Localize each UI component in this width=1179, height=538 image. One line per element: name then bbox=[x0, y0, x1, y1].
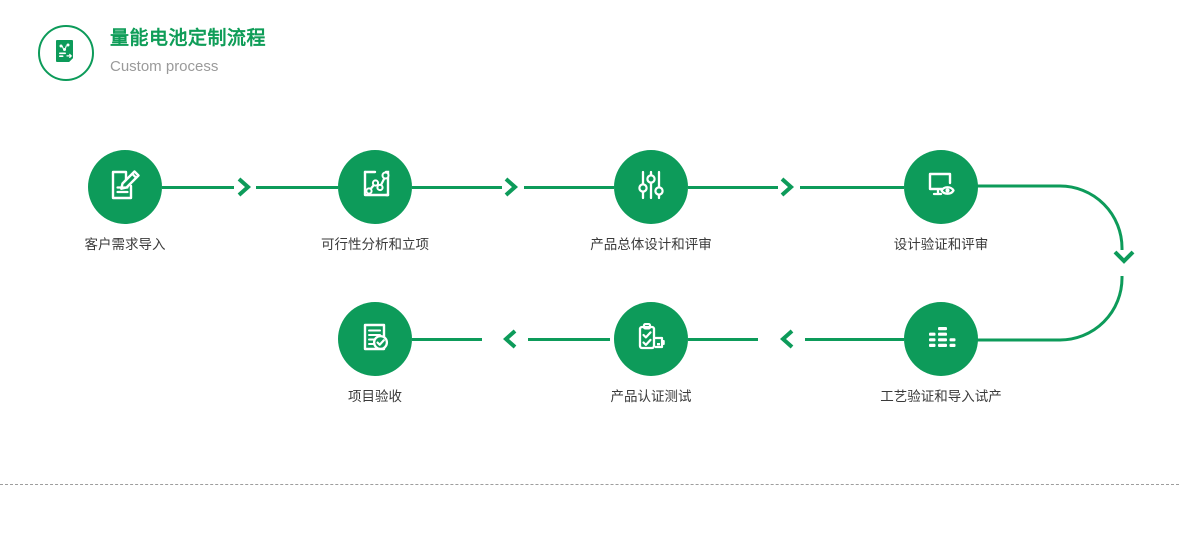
node-circle bbox=[904, 150, 978, 224]
connector-row2-seg3 bbox=[688, 338, 758, 341]
monitor-eye-icon bbox=[921, 165, 961, 210]
flow-node-design-verification[interactable]: 设计验证和评审 bbox=[894, 150, 988, 252]
flow-node-customer-requirement[interactable]: 客户需求导入 bbox=[85, 150, 166, 252]
flow-node-label: 产品认证测试 bbox=[610, 389, 692, 404]
connector-row1-seg6 bbox=[800, 186, 904, 189]
connector-row1-seg2 bbox=[256, 186, 338, 189]
chevron-down-icon bbox=[1111, 248, 1137, 268]
flow-node-process-verification[interactable]: 工艺验证和导入试产 bbox=[880, 302, 1002, 404]
section-header: 量能电池定制流程 Custom process bbox=[38, 25, 538, 87]
node-circle bbox=[614, 302, 688, 376]
connector-row1-seg5 bbox=[688, 186, 778, 189]
flow-node-label: 设计验证和评审 bbox=[893, 237, 989, 252]
header-badge bbox=[38, 25, 94, 81]
flow-node-label: 客户需求导入 bbox=[84, 237, 166, 252]
node-circle bbox=[338, 302, 412, 376]
connector-row2-seg4 bbox=[805, 338, 904, 341]
process-document-icon bbox=[52, 37, 80, 70]
sliders-icon bbox=[631, 165, 671, 210]
page-subtitle: Custom process bbox=[110, 58, 219, 75]
chevron-right-icon bbox=[503, 176, 521, 198]
connector-row2-seg2 bbox=[528, 338, 610, 341]
flow-node-project-acceptance[interactable]: 项目验收 bbox=[338, 302, 412, 404]
bar-chart-icon bbox=[921, 317, 961, 362]
connector-row2-seg1 bbox=[412, 338, 482, 341]
connector-row1-seg4 bbox=[524, 186, 614, 189]
flow-node-product-design-review[interactable]: 产品总体设计和评审 bbox=[590, 150, 712, 252]
node-circle bbox=[88, 150, 162, 224]
chevron-right-icon bbox=[236, 176, 254, 198]
document-check-seal-icon bbox=[355, 317, 395, 362]
flow-node-label: 工艺验证和导入试产 bbox=[880, 389, 1002, 404]
chevron-left-icon bbox=[779, 328, 798, 350]
flow-node-label: 项目验收 bbox=[348, 389, 402, 404]
chevron-left-icon bbox=[502, 328, 521, 350]
flow-node-label: 产品总体设计和评审 bbox=[590, 237, 712, 252]
flow-node-feasibility-analysis[interactable]: 可行性分析和立项 bbox=[321, 150, 429, 252]
node-circle bbox=[614, 150, 688, 224]
chevron-right-icon bbox=[779, 176, 797, 198]
page-title: 量能电池定制流程 bbox=[110, 28, 267, 49]
line-chart-icon bbox=[355, 165, 395, 210]
header-text-group: 量能电池定制流程 Custom process bbox=[110, 25, 266, 78]
document-pencil-icon bbox=[105, 165, 145, 210]
node-circle bbox=[338, 150, 412, 224]
clipboard-check-battery-icon bbox=[631, 317, 671, 362]
flow-node-label: 可行性分析和立项 bbox=[321, 237, 429, 252]
bottom-dashed-divider bbox=[0, 484, 1179, 485]
flow-node-product-certification-test[interactable]: 产品认证测试 bbox=[611, 302, 692, 404]
node-circle bbox=[904, 302, 978, 376]
connector-row1-seg3 bbox=[412, 186, 502, 189]
connector-row1-seg1 bbox=[162, 186, 234, 189]
